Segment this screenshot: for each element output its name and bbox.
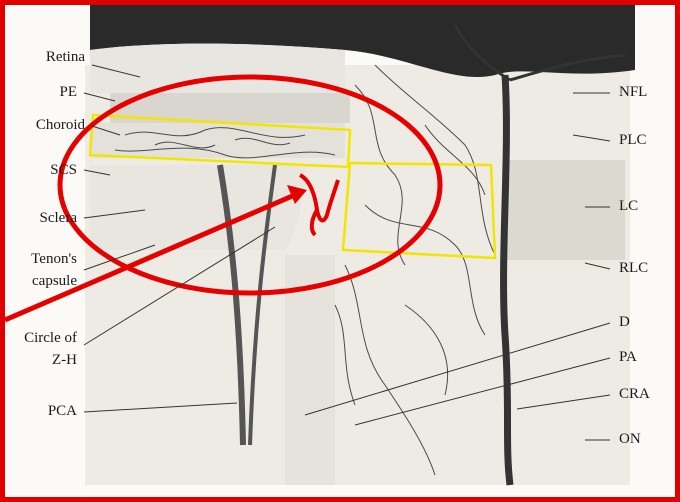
label-pca: PCA — [48, 403, 77, 420]
optic-nerve-head-diagram — [5, 5, 675, 497]
label-cra: CRA — [619, 386, 650, 403]
label-plc: PLC — [619, 132, 647, 149]
label-on: ON — [619, 431, 641, 448]
label-pe: PE — [59, 84, 77, 101]
label-d: D — [619, 314, 630, 331]
label-tenons: Tenon's — [31, 251, 77, 268]
label-retina: Retina — [46, 49, 85, 66]
label-nfl: NFL — [619, 84, 647, 101]
label-circle-of: Circle of — [24, 330, 77, 347]
label-pa: PA — [619, 349, 637, 366]
label-lc: LC — [619, 198, 638, 215]
retina-layer — [90, 44, 345, 93]
label-scs: SCS — [50, 162, 77, 179]
label-capsule: capsule — [32, 273, 77, 290]
label-z-h: Z-H — [52, 352, 77, 369]
label-sclera: Sclera — [40, 210, 77, 227]
label-choroid: Choroid — [36, 117, 85, 134]
lamina-band — [505, 160, 625, 260]
label-rlc: RLC — [619, 260, 648, 277]
